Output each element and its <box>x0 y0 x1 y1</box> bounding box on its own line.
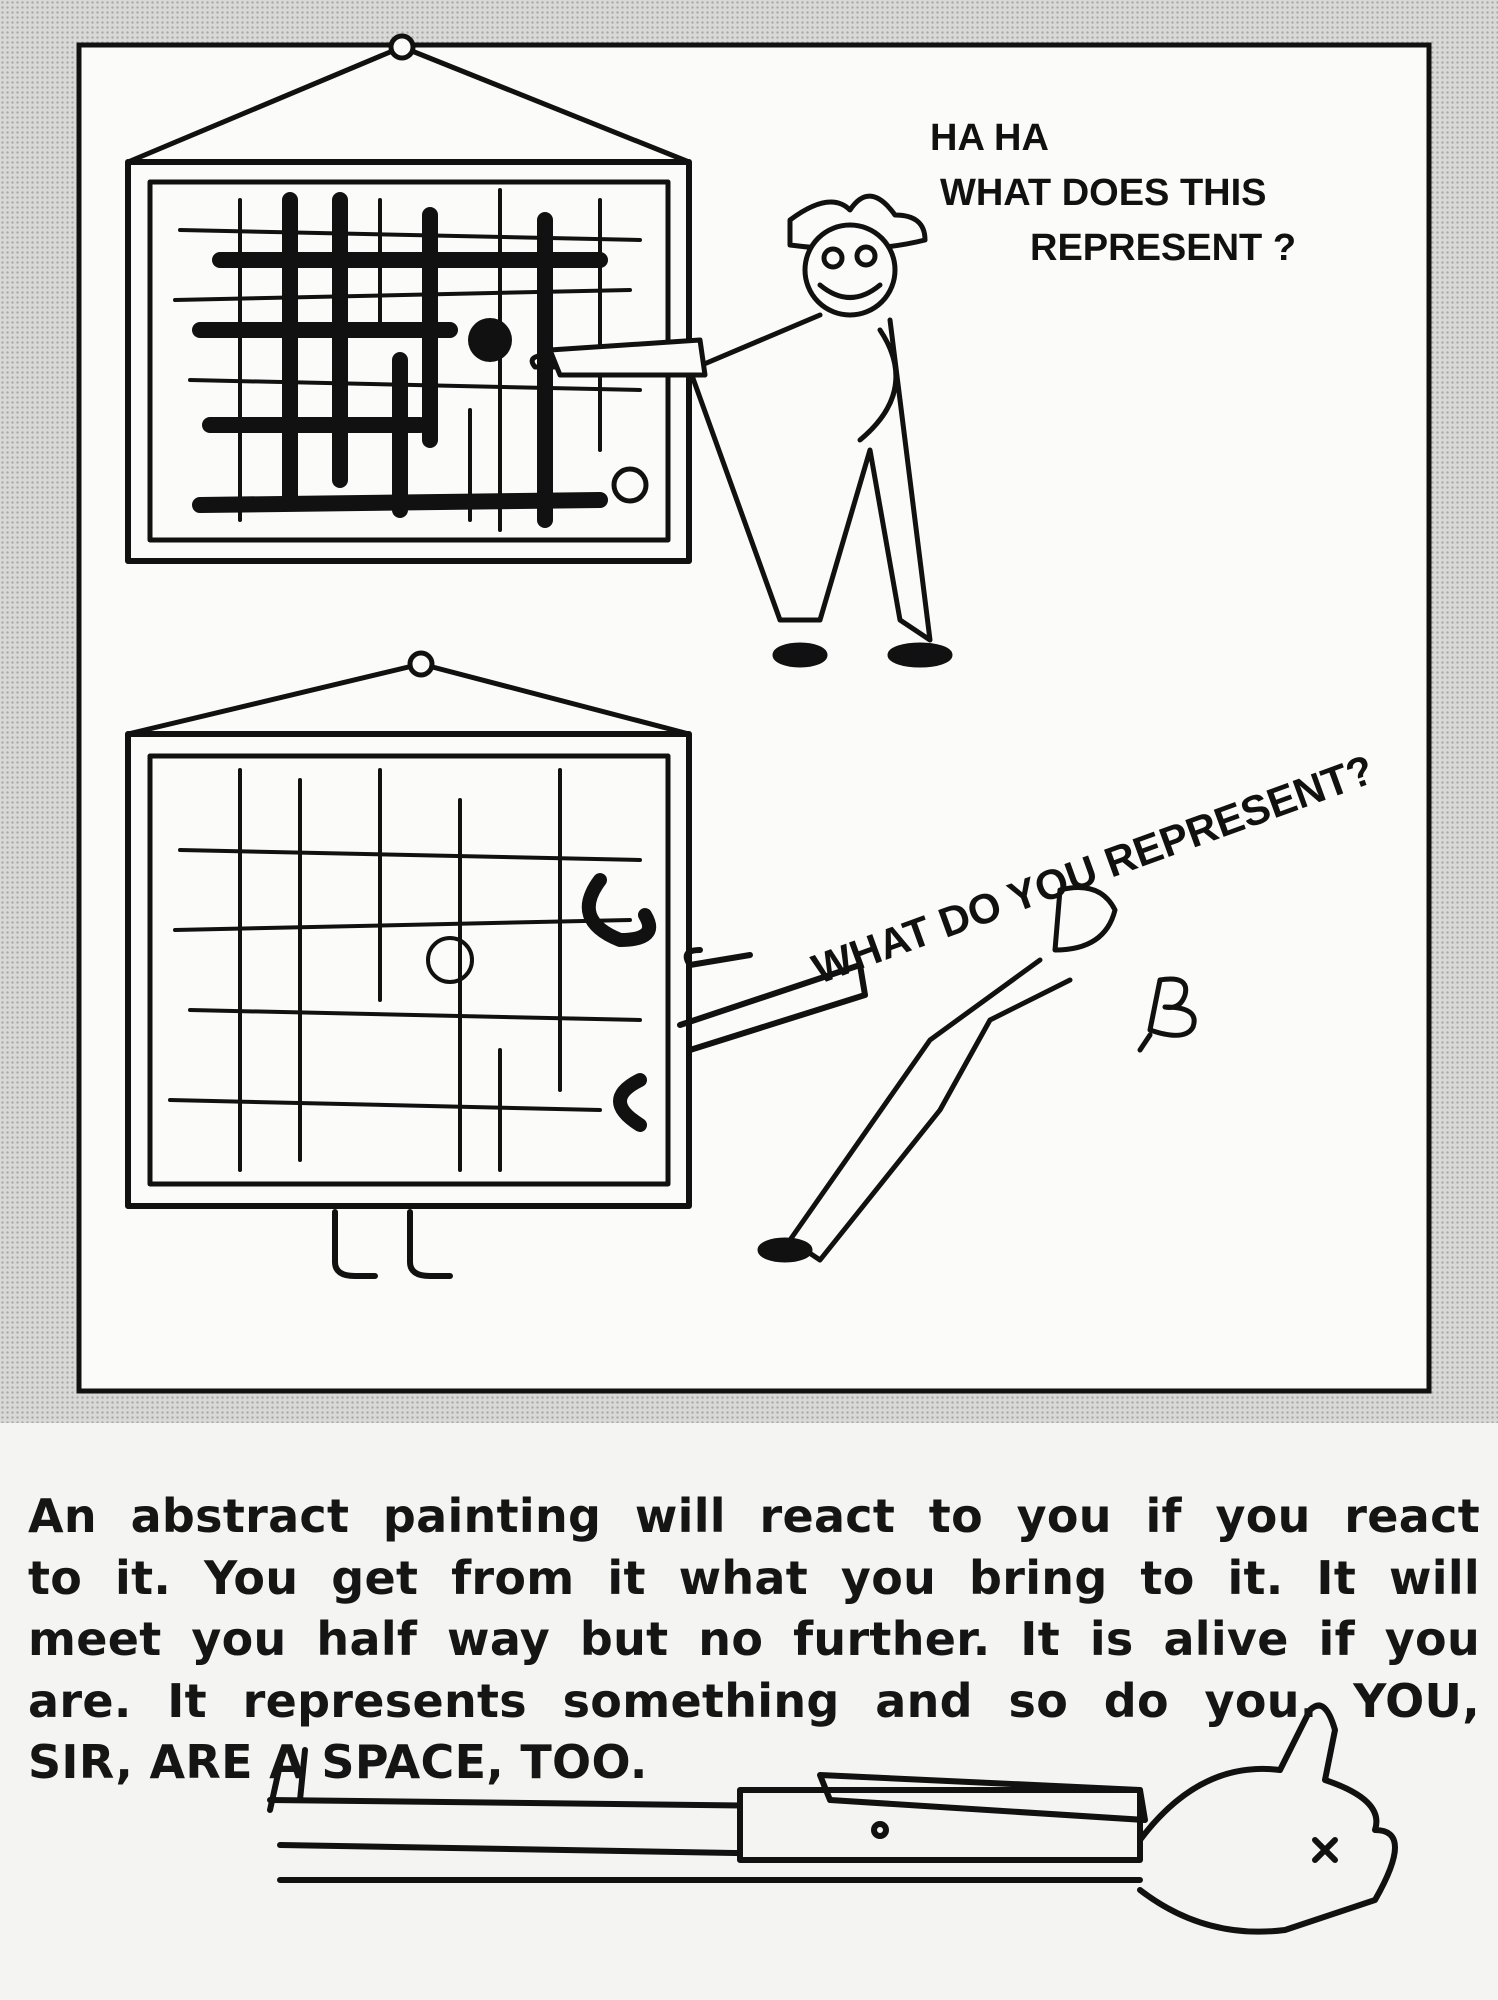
laughing-man-figure <box>529 193 953 668</box>
top-abstract-painting <box>125 33 692 564</box>
lying-man-figure <box>267 1702 1398 1935</box>
pointing-painting-arm <box>677 947 868 1053</box>
caption-line: meet you half way but no further. It is … <box>28 1612 1480 1666</box>
caption-line: are. It represents something and so do y… <box>28 1673 1480 1728</box>
caption-line: An abstract painting will react to you i… <box>28 1489 1480 1543</box>
artist-signature-mark <box>1137 976 1197 1053</box>
caption-line: SIR, ARE A SPACE, TOO. <box>28 1735 648 1789</box>
bottom-abstract-painting <box>125 650 692 1279</box>
speech-what-does-this: WHAT DOES THIS <box>940 172 1267 214</box>
top-speech-text: HA HA WHAT DOES THIS REPRESENT ? <box>930 117 1296 269</box>
caption-text: An abstract painting will react to you i… <box>28 1486 1480 1794</box>
speech-ha-ha: HA HA <box>930 117 1049 159</box>
falling-man-figure <box>757 885 1118 1263</box>
speech-represent: REPRESENT ? <box>1030 227 1296 269</box>
caption-line: to it. You get from it what you bring to… <box>28 1550 1480 1605</box>
cartoon-panel <box>76 42 1432 1394</box>
